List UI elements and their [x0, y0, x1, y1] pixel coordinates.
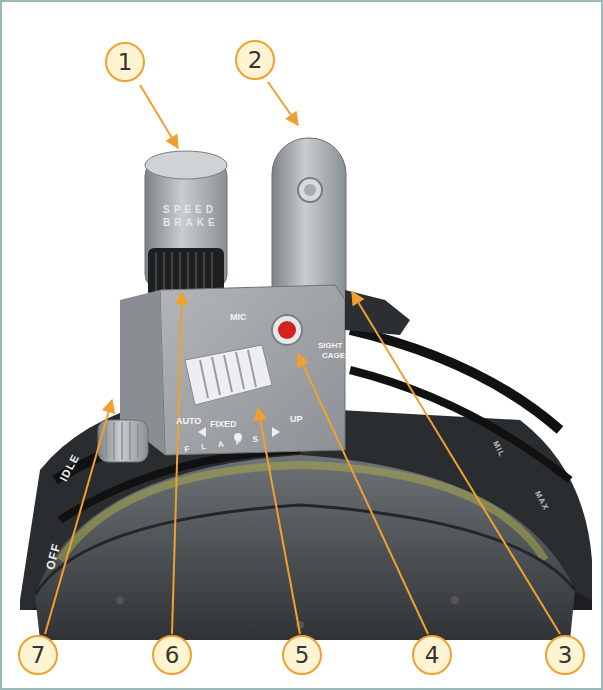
- callout-number: 1: [118, 51, 133, 74]
- panel-marking: CAGE: [322, 352, 345, 360]
- callout-number: 6: [165, 644, 180, 667]
- callout-circle: 7: [18, 635, 58, 675]
- panel-marking: UP: [290, 415, 303, 424]
- callout-circle: 2: [235, 40, 275, 80]
- panel-marking: SIGHT: [318, 342, 342, 350]
- panel-marking: BRAKE: [163, 218, 219, 228]
- panel-marking: AUTO: [176, 417, 201, 426]
- callout-number: 7: [31, 644, 46, 667]
- callout-number: 3: [558, 644, 573, 667]
- panel-marking: SPEED: [163, 205, 217, 215]
- callout-number: 4: [425, 644, 440, 667]
- panel-marking: FIXED: [210, 420, 237, 429]
- callout-circle: 5: [282, 635, 322, 675]
- callout-circle: 4: [412, 635, 452, 675]
- callout-circle: 6: [152, 635, 192, 675]
- panel-marking: MIC: [230, 313, 247, 322]
- callout-circle: 1: [105, 42, 145, 82]
- callout-number: 5: [295, 644, 310, 667]
- callout-circle: 3: [545, 635, 585, 675]
- callout-number: 2: [248, 49, 263, 72]
